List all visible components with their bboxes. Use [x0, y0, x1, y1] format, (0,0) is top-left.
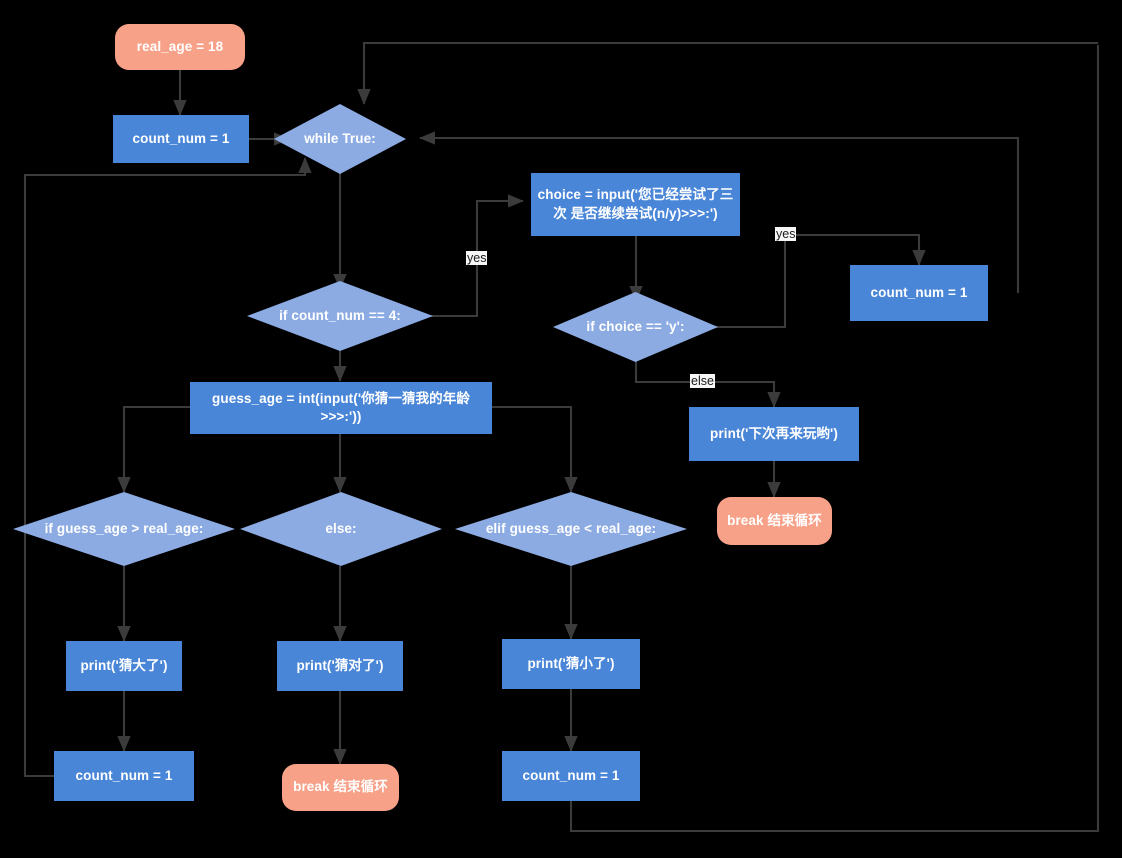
node-break-correct-label: break 结束循环 — [293, 779, 388, 795]
node-real-age-label: real_age = 18 — [136, 38, 224, 54]
edge-guess-age-to-if-gt — [117, 405, 190, 493]
edge-label-yes-count4: yes — [466, 251, 488, 266]
node-while-true-label: while True: — [304, 130, 376, 146]
node-elif-guess-less[interactable]: elif guess_age < real_age: — [455, 492, 687, 566]
edge-guess-age-to-elif — [492, 405, 578, 493]
edge-count-inc-left-to-while — [23, 157, 312, 778]
node-print-bye-label: print('下次再来玩哟') — [710, 425, 838, 441]
node-break-bye-label: break 结束循环 — [727, 512, 822, 528]
node-if-guess-greater[interactable]: if guess_age > real_age: — [13, 492, 235, 566]
node-break-correct[interactable]: break 结束循环 — [282, 764, 399, 811]
node-print-too-big[interactable]: print('猜大了') — [66, 641, 182, 691]
node-while-true[interactable]: while True: — [274, 104, 406, 174]
edge-label-yes-choice: yes — [775, 227, 797, 242]
node-count-num-reset-right[interactable]: count_num = 1 — [850, 265, 988, 321]
node-guess-age-input[interactable]: guess_age = int(input('你猜一猜我的年龄 >>>:')) — [190, 382, 492, 434]
node-count-num-init[interactable]: count_num = 1 — [113, 115, 249, 163]
edge-count-inc-right-to-top-loop — [569, 45, 1100, 833]
node-if-guess-greater-label: if guess_age > real_age: — [44, 520, 204, 536]
node-choice-input[interactable]: choice = input('您已经尝试了三次 是否继续尝试(n/y)>>>:… — [531, 173, 740, 236]
node-choice-input-label: choice = input('您已经尝试了三次 是否继续尝试(n/y)>>>:… — [537, 187, 734, 221]
node-else-equal[interactable]: else: — [240, 492, 442, 566]
node-print-too-small-label: print('猜小了') — [527, 655, 615, 671]
node-break-bye[interactable]: break 结束循环 — [717, 497, 832, 545]
node-count-num-inc-right[interactable]: count_num = 1 — [502, 751, 640, 801]
node-count-num-inc-left-label: count_num = 1 — [75, 767, 173, 783]
node-print-correct-label: print('猜对了') — [296, 657, 384, 673]
node-count-num-reset-right-label: count_num = 1 — [870, 284, 968, 300]
node-count-num-init-label: count_num = 1 — [132, 130, 230, 146]
node-count-num-inc-left[interactable]: count_num = 1 — [54, 751, 194, 801]
edge-count-reset-to-while-right — [419, 131, 1020, 293]
node-if-choice-y[interactable]: if choice == 'y': — [553, 292, 718, 362]
node-print-correct[interactable]: print('猜对了') — [277, 641, 403, 691]
node-guess-age-input-label: guess_age = int(input('你猜一猜我的年龄 >>>:')) — [212, 390, 470, 424]
node-if-count-num-4-label: if count_num == 4: — [279, 307, 401, 323]
node-print-too-big-label: print('猜大了') — [80, 657, 168, 673]
edge-bottom-loop-to-while-top — [357, 41, 1098, 105]
node-count-num-inc-right-label: count_num = 1 — [522, 767, 620, 783]
node-else-equal-label: else: — [325, 520, 357, 536]
edge-label-else-choice: else — [690, 374, 715, 389]
node-if-count-num-4[interactable]: if count_num == 4: — [247, 281, 433, 351]
node-elif-guess-less-label: elif guess_age < real_age: — [485, 520, 657, 536]
node-print-too-small[interactable]: print('猜小了') — [502, 639, 640, 689]
node-if-choice-y-label: if choice == 'y': — [586, 318, 685, 334]
node-real-age[interactable]: real_age = 18 — [115, 24, 245, 70]
node-print-bye[interactable]: print('下次再来玩哟') — [689, 407, 859, 461]
